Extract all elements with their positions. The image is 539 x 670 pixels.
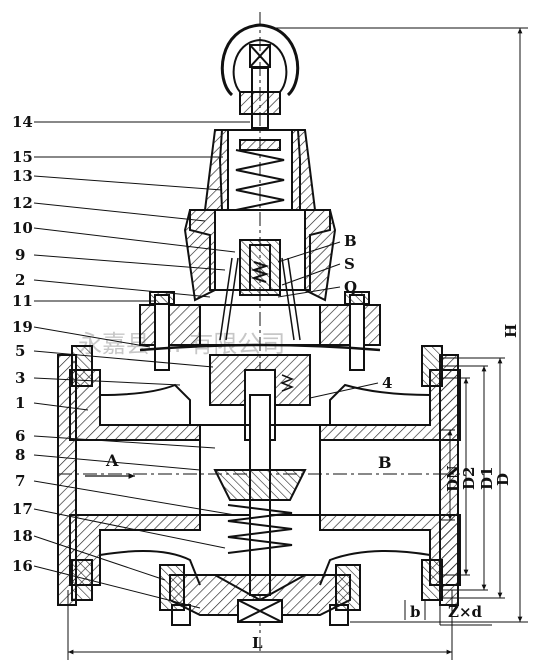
part-label-9: 9 [15, 246, 25, 264]
dim-label-l: L [252, 634, 263, 652]
part-label-13: 13 [12, 167, 33, 185]
flow-inlet-label: A [105, 451, 119, 470]
part-labels-right: B S Q 4 [344, 232, 392, 392]
dim-label-b: b [410, 603, 421, 621]
part-label-16: 16 [12, 557, 33, 575]
part-label-10: 10 [12, 219, 33, 237]
part-label-5: 5 [15, 342, 25, 360]
dimension-lines [67, 27, 528, 660]
part-label-4: 4 [382, 374, 392, 392]
part-labels-left: 14 15 13 12 10 9 2 11 19 5 3 1 6 8 7 17 … [12, 113, 33, 575]
dim-label-d2: D2 [460, 467, 478, 490]
part-label-1: 1 [15, 394, 25, 412]
part-label-8: 8 [15, 446, 25, 464]
part-label-19: 19 [12, 318, 33, 336]
dim-label-zxd: Z×d [448, 603, 483, 621]
part-label-S: S [344, 255, 355, 273]
part-label-12: 12 [12, 194, 33, 212]
valve-body-drawing [57, 12, 461, 655]
part-label-11: 11 [12, 292, 33, 310]
dim-label-d: D [494, 473, 512, 486]
flow-outlet-label: B [378, 453, 392, 472]
dim-label-h: H [502, 324, 520, 338]
leader-lines [33, 121, 379, 609]
part-label-7: 7 [15, 472, 25, 490]
part-label-6: 6 [15, 427, 25, 445]
part-label-18: 18 [12, 527, 33, 545]
part-label-B: B [344, 232, 357, 250]
part-label-Q: Q [344, 278, 357, 296]
part-label-2: 2 [15, 271, 25, 289]
part-label-14: 14 [12, 113, 33, 131]
part-label-15: 15 [12, 148, 33, 166]
part-label-17: 17 [12, 500, 33, 518]
part-label-3: 3 [15, 369, 25, 387]
dim-label-d1: D1 [478, 467, 496, 490]
dim-label-dn: DN [444, 465, 462, 492]
